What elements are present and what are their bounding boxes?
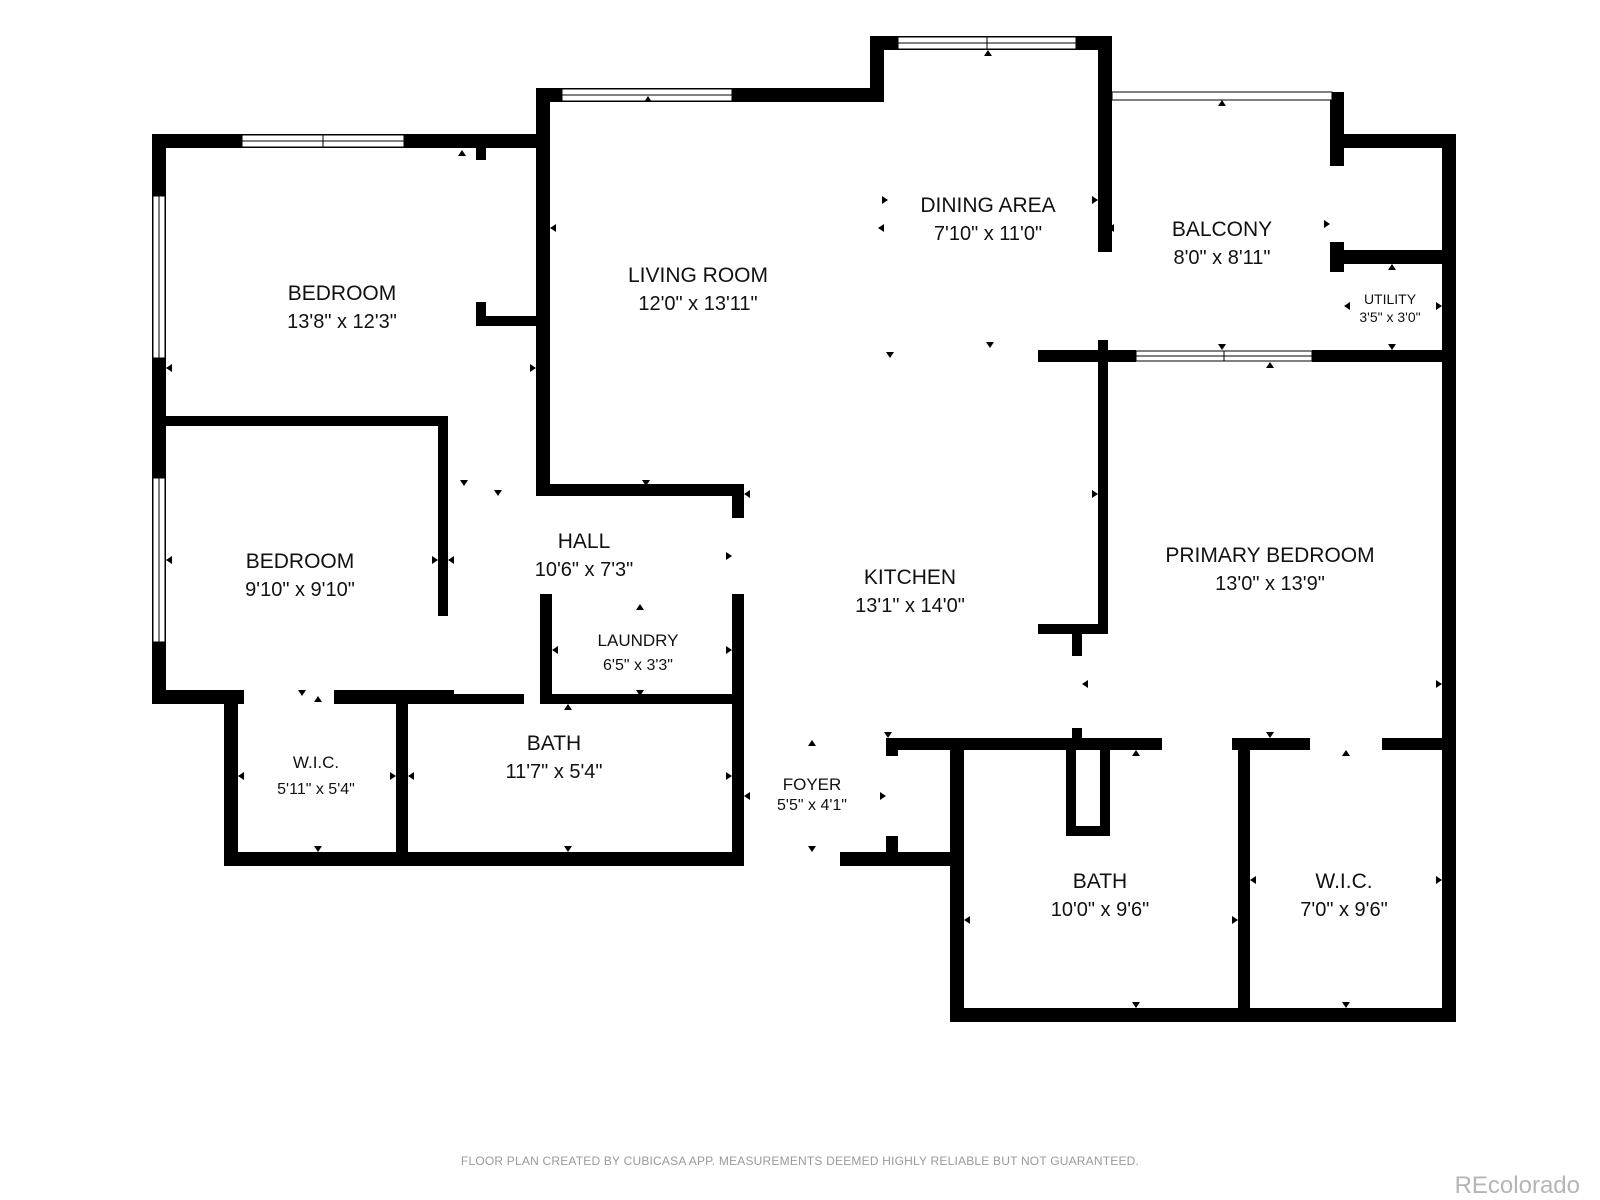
room-name: BEDROOM	[246, 550, 355, 573]
room-name: W.I.C.	[293, 753, 339, 772]
room-dims: 13'8" x 12'3"	[287, 311, 397, 333]
room-dims: 7'10" x 11'0"	[934, 223, 1042, 245]
walls	[152, 36, 1456, 1022]
room-dims: 12'0" x 13'11"	[638, 293, 757, 315]
room-name: PRIMARY BEDROOM	[1165, 544, 1374, 567]
room-name: LIVING ROOM	[628, 264, 768, 287]
room-name: HALL	[558, 530, 611, 553]
dimension-markers	[166, 50, 1442, 1008]
disclaimer-text: FLOOR PLAN CREATED BY CUBICASA APP. MEAS…	[460, 1154, 1140, 1168]
room-name: W.I.C.	[1315, 870, 1372, 893]
room-dims: 5'5" x 4'1"	[777, 797, 847, 814]
room-dims: 7'0" x 9'6"	[1300, 899, 1387, 921]
room-dims: 13'0" x 13'9"	[1215, 573, 1325, 595]
windows	[152, 36, 1333, 643]
room-dims: 9'10" x 9'10"	[245, 579, 355, 601]
room-name: BATH	[527, 732, 581, 755]
room-dims: 11'7" x 5'4"	[505, 761, 602, 783]
room-name: KITCHEN	[864, 566, 956, 589]
room-dims: 10'6" x 7'3"	[535, 559, 634, 581]
brand-logo: REcolorado	[1454, 1172, 1580, 1199]
room-name: UTILITY	[1364, 291, 1417, 307]
room-dims: 6'5" x 3'3"	[603, 657, 673, 674]
room-name: LAUNDRY	[598, 631, 679, 650]
room-name: BALCONY	[1172, 218, 1272, 241]
room-name: BEDROOM	[288, 282, 397, 305]
room-name: FOYER	[783, 775, 842, 794]
room-name: BATH	[1073, 870, 1127, 893]
room-dims: 8'0" x 8'11"	[1173, 247, 1270, 269]
room-dims: 10'0" x 9'6"	[1051, 899, 1150, 921]
room-dims: 3'5" x 3'0"	[1359, 309, 1420, 325]
room-dims: 13'1" x 14'0"	[855, 595, 965, 617]
room-name: DINING AREA	[920, 194, 1055, 217]
room-dims: 5'11" x 5'4"	[277, 781, 355, 798]
room-labels: BEDROOM 13'8" x 12'3" BEDROOM 9'10" x 9'…	[245, 194, 1420, 921]
